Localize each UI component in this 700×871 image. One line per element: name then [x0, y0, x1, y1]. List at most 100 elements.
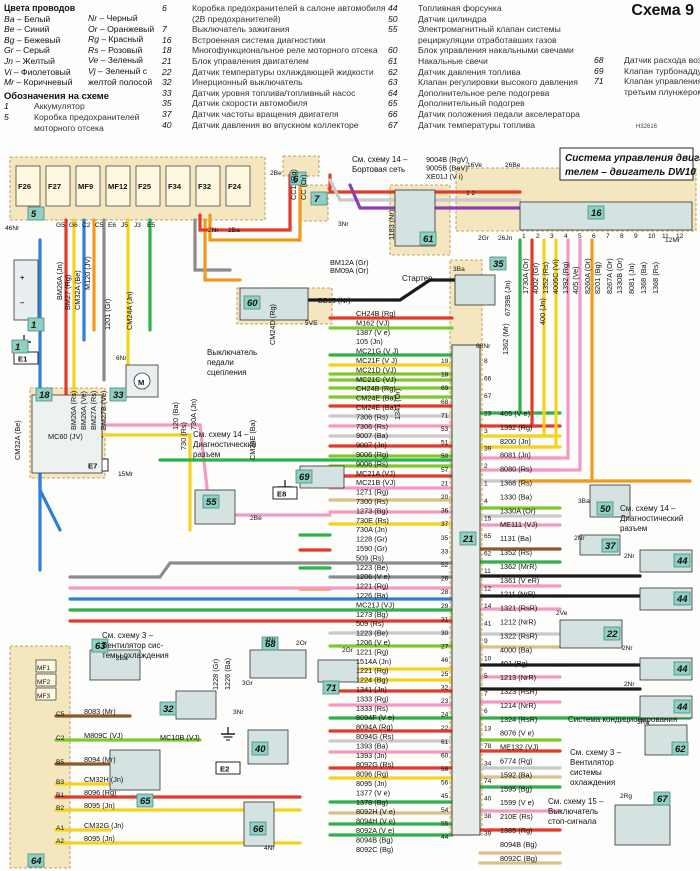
pin-tag: 3Rg: [637, 719, 649, 726]
wire-label-right: 1131 (Ba): [500, 534, 532, 543]
component-number: 61: [423, 234, 434, 245]
diag-pin: 12: [676, 233, 684, 240]
ecu-pin-right: 9: [484, 638, 488, 645]
ecu-pin-right: 7: [484, 691, 488, 698]
wire-label-misc: 8201 (Bg): [593, 262, 602, 294]
legend-color-1: Or – Оранжевый: [88, 24, 154, 35]
component-number-badge: [289, 171, 307, 186]
wire-label-left: MC21C (VJ): [356, 375, 396, 384]
wire-label-relay64: 8083 (Mr): [84, 707, 116, 716]
wire-label-misc: 1352 (Rs): [541, 262, 550, 294]
wire-label-left: M162 (VJ): [356, 318, 390, 327]
wire-bm09: [203, 218, 242, 282]
component-number: 68: [265, 639, 276, 650]
wire-diag-riser-1: [518, 238, 534, 428]
wire-label-misc: 1228 (Gr): [211, 659, 220, 690]
wire-label-left: 9006 (Rs): [356, 459, 388, 468]
wire-label-right: 1323 (RsR): [500, 687, 537, 696]
wire-label-misc: 1730A (Or): [521, 258, 530, 294]
note-board-net-2: Бортовая сеть: [352, 165, 405, 174]
wire-label-relay64: CM32G (Jn): [84, 821, 124, 830]
wire-label-misc: 1341 (Or): [393, 389, 402, 420]
connector-name: G6: [69, 222, 78, 229]
ecu-pin-left: 31: [441, 616, 449, 623]
battery-plus: +: [20, 273, 25, 282]
wire-label-left: 1387 (V e): [356, 328, 390, 337]
component-number-badge: [35, 387, 53, 402]
wire-label-left: 8094B (Bg): [356, 835, 393, 844]
pin-tag: 2Be: [270, 170, 282, 177]
pin-tag: 88Nr: [476, 343, 491, 350]
fusebox-6-frame: [282, 155, 320, 177]
item-text: Датчик температуры топлива: [418, 119, 536, 130]
ecu-pin-left: 55: [441, 820, 449, 827]
mf-label: MF2: [37, 679, 51, 686]
note-diag-right-1: См. схему 14 –: [620, 504, 676, 513]
wire-label-left: 1223 (Be): [356, 563, 388, 572]
pin-tag: 2Be: [250, 515, 262, 522]
wire-label-misc: CM32A (Be): [73, 270, 82, 310]
ecu-pin-left: 19: [441, 358, 449, 365]
component-number-badge: [251, 741, 269, 756]
ecu-pin-right: 15: [484, 516, 492, 523]
connector-name: J3: [134, 222, 141, 229]
color-code: Rg: [88, 34, 99, 45]
wire-label-right: 405 (V e): [500, 409, 530, 418]
component-number: 64: [31, 856, 42, 867]
item-number: 21: [162, 55, 172, 66]
diag-pin: 3: [550, 233, 554, 240]
color-code: Or: [88, 23, 98, 34]
note-ac: Система кондиционирования: [568, 715, 677, 724]
fuse-F34: [165, 165, 191, 207]
component-number: 6: [293, 174, 299, 185]
wire-label-right: 1352 (Rs): [500, 548, 532, 557]
component-number: 50: [600, 504, 611, 515]
wire-label-misc: BM26A (Jn): [55, 262, 64, 300]
component-number: 66: [253, 824, 264, 835]
wire-label-left: 1377 (V e): [356, 788, 390, 797]
ecu-pin-left: 36: [441, 508, 449, 515]
wire-label-left: 509 (Rs): [356, 553, 384, 562]
wire-label-left: CH24B (Rg): [356, 309, 396, 318]
ecu-pin-left: 45: [441, 793, 449, 800]
fuse-F26: [15, 165, 41, 207]
component-number: 1: [31, 320, 36, 331]
wire-label-left: 8094G (Rs): [356, 732, 394, 741]
wire-label-misc: CC1 (Rg): [289, 169, 298, 200]
note-fan-r-4: охлаждения: [570, 778, 615, 787]
system-title-line1: Система управления двига-: [565, 153, 700, 164]
diag-pin: 2: [536, 233, 540, 240]
item-number: 68: [594, 55, 604, 65]
wire-label-left: 8094A (Rg): [356, 723, 393, 732]
wire-label-right: 1213 (NrR): [500, 673, 536, 682]
wire-label-misc: 1362 (Mr): [501, 323, 510, 355]
pin-tag: 16Ve: [467, 162, 482, 169]
wiring-diagram: Система управления двига-телем – двигате…: [5, 147, 700, 869]
valve-63: [89, 649, 141, 681]
pin-tag: 2Ba: [116, 655, 128, 662]
ecu-pin-right: 12: [484, 586, 492, 593]
wire-label-left: 1393 (Ba): [356, 741, 388, 750]
item-text: моторного отсека: [34, 122, 104, 133]
pin-tag: 2Nr: [624, 553, 635, 560]
wire-label-left: 1221 (Rg): [356, 647, 388, 656]
wire-label-right: 6774 (Rg): [500, 757, 532, 766]
pin-tag: 2Or: [296, 640, 308, 647]
wire-label-right: 1592 (Ba): [500, 770, 532, 779]
color-code: Mr: [4, 77, 15, 88]
wire-label-right: 1392 (Rg): [500, 423, 532, 432]
component-number-badge: [91, 638, 109, 653]
component-number: 44: [676, 664, 688, 675]
component-number: 35: [493, 259, 504, 270]
ground-label: E1: [18, 355, 28, 364]
wire-label-left: 8092H (V e): [356, 807, 395, 816]
ecu-pin-left: 50: [441, 453, 449, 460]
ecu-pin-left: 71: [441, 412, 449, 419]
wire-label-left: 8094H (V e): [356, 817, 395, 826]
item-number: 63: [388, 77, 398, 88]
pin-tag: 4Nr: [264, 845, 275, 852]
